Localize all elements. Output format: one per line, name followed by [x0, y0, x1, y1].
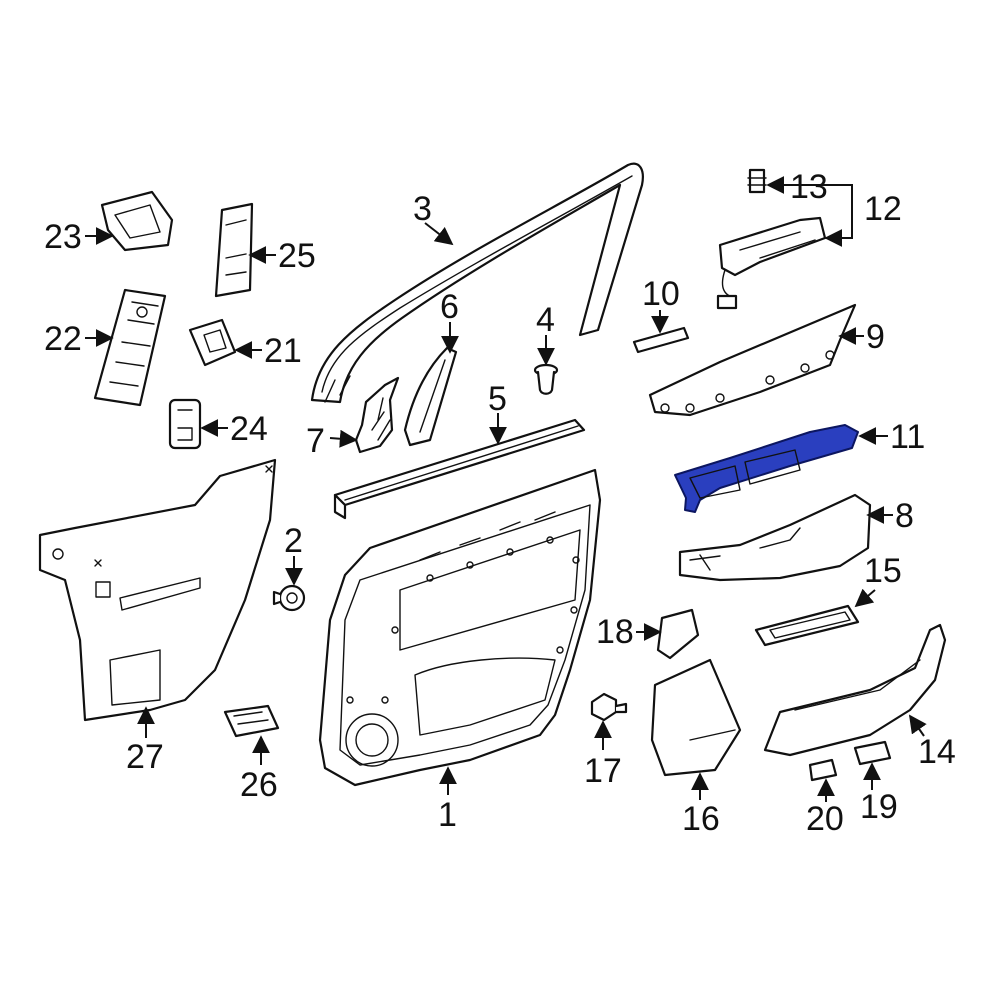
- part-24-switch[interactable]: [168, 398, 202, 450]
- callout-10: 10: [642, 275, 680, 313]
- part-3-window-frame[interactable]: [310, 162, 644, 404]
- callout-13: 13: [790, 168, 828, 206]
- callout-labels: 3 6 7 4 5 2 1 27 26 23 25 22 21 24 13 12…: [44, 168, 956, 838]
- part-19-clip[interactable]: [853, 740, 892, 766]
- callout-11: 11: [890, 418, 925, 456]
- callout-24: 24: [230, 410, 268, 448]
- part-7-bracket[interactable]: [354, 376, 400, 454]
- leader-3: [424, 222, 454, 246]
- callout-17: 17: [584, 752, 622, 790]
- callout-15: 15: [864, 552, 902, 590]
- leader-12: [822, 184, 853, 247]
- part-18-clip[interactable]: [656, 608, 700, 660]
- callout-14: 14: [918, 733, 956, 771]
- callout-4: 4: [536, 301, 555, 339]
- part-6-pillar-trim[interactable]: [403, 346, 458, 447]
- part-4-clip[interactable]: [533, 363, 559, 395]
- callout-22: 22: [44, 320, 82, 358]
- callout-9: 9: [866, 318, 885, 356]
- part-9-carrier[interactable]: [648, 303, 857, 417]
- callout-27: 27: [126, 738, 164, 776]
- part-27-insulation[interactable]: [38, 458, 277, 722]
- part-23-seat-switch[interactable]: [100, 190, 174, 252]
- callout-16: 16: [682, 800, 720, 838]
- part-2-push-clip[interactable]: [272, 584, 306, 612]
- part-14-lower-trim[interactable]: [763, 623, 947, 757]
- leader-7: [329, 429, 358, 448]
- part-8-armrest[interactable]: [678, 493, 872, 582]
- leader-15: [854, 588, 876, 608]
- part-5-weatherstrip[interactable]: [333, 418, 586, 520]
- callout-26: 26: [240, 766, 278, 804]
- callout-5: 5: [488, 380, 507, 418]
- part-25-switch-module[interactable]: [214, 202, 254, 298]
- callout-19: 19: [860, 788, 898, 826]
- callout-18: 18: [596, 613, 634, 651]
- part-12-inner-handle[interactable]: [716, 216, 827, 310]
- callout-23: 23: [44, 218, 82, 256]
- callout-25: 25: [278, 237, 316, 275]
- callout-1: 1: [438, 796, 457, 834]
- part-13-clip[interactable]: [747, 168, 767, 194]
- part-1-door-panel[interactable]: [318, 468, 602, 787]
- part-16-speaker-cover[interactable]: [650, 658, 742, 777]
- callout-20: 20: [806, 800, 844, 838]
- part-22-window-switch-panel[interactable]: [93, 288, 167, 407]
- callout-7: 7: [306, 422, 325, 460]
- part-15-pull-insert[interactable]: [754, 604, 860, 647]
- callout-21: 21: [264, 332, 302, 370]
- leader-14: [908, 714, 927, 737]
- part-11-armrest-cover-highlighted[interactable]: [674, 424, 859, 513]
- callout-8: 8: [895, 497, 914, 535]
- part-26-switch[interactable]: [223, 704, 280, 738]
- callout-2: 2: [284, 522, 303, 560]
- callout-12: 12: [864, 190, 902, 228]
- leader-lines: [85, 176, 927, 802]
- part-21-switch[interactable]: [188, 318, 237, 367]
- callout-6: 6: [440, 288, 459, 326]
- callout-3: 3: [413, 190, 432, 228]
- part-20-clip[interactable]: [808, 758, 838, 782]
- part-17-nut[interactable]: [590, 692, 628, 722]
